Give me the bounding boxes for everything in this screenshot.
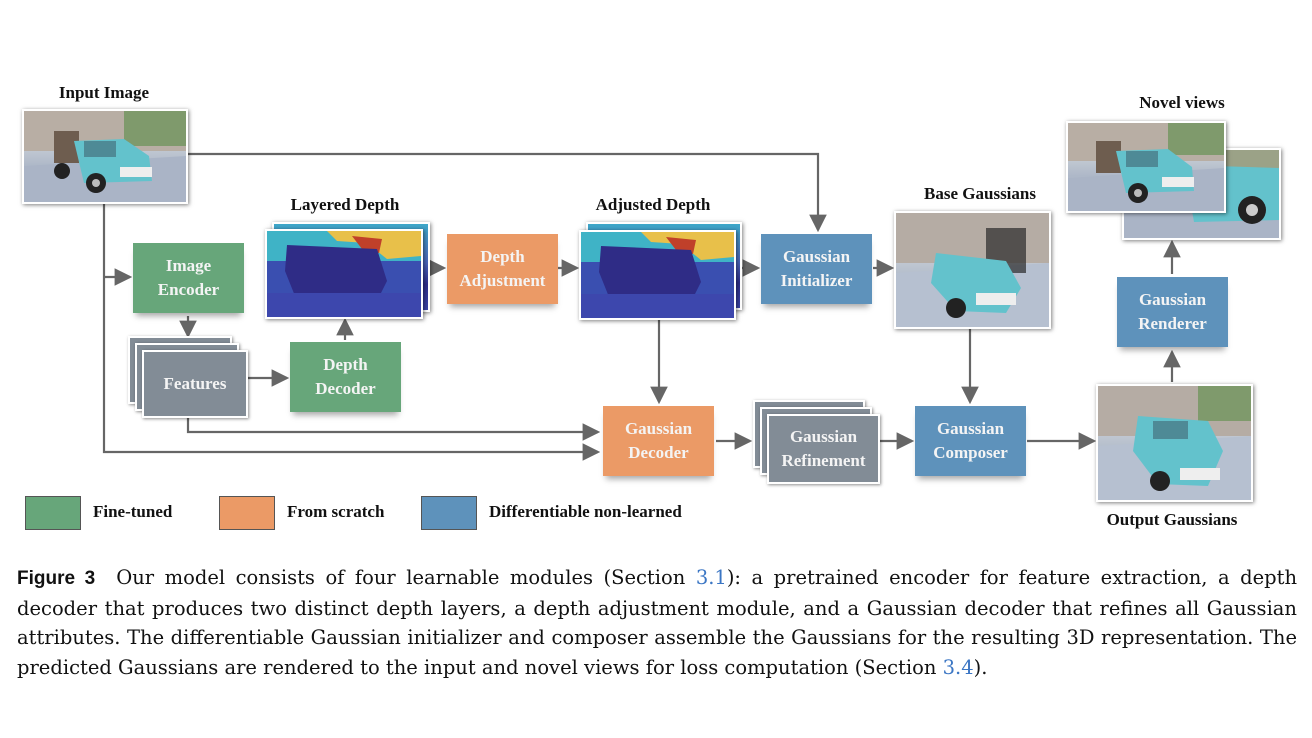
gaussian-render-illustration	[896, 213, 1049, 327]
section-ref-3-1[interactable]: 3.1	[695, 566, 727, 589]
base-gaussians-image	[894, 211, 1051, 329]
connector-arrows	[102, 152, 1181, 461]
gaussian-decoder-label: Gaussian Decoder	[624, 419, 693, 462]
legend-swatch-from-scratch	[219, 496, 275, 530]
gaussian-renderer-module: Gaussian Renderer	[1117, 277, 1228, 347]
section-ref-3-4[interactable]: 3.4	[942, 655, 974, 679]
depth-adjustment-module: Depth Adjustment	[447, 234, 558, 304]
legend-swatch-fine-tuned	[25, 496, 81, 530]
figure-label: Figure 3	[17, 568, 96, 589]
depth-map-illustration	[267, 231, 421, 317]
arrow-features-to-gaussian-decoder	[186, 416, 601, 441]
caption-text-3: ).	[973, 655, 988, 679]
input-image	[22, 109, 188, 204]
gaussian-composer-label: Gaussian Composer	[933, 419, 1008, 462]
adjusted-depth-map	[579, 230, 736, 320]
gaussian-refinement-label: Gaussian Refinement	[781, 427, 866, 470]
caption-text-1: Our model consists of four learnable mod…	[116, 566, 696, 589]
image-encoder-module: Image Encoder	[133, 243, 244, 313]
figure-caption: Figure 3 Our model consists of four lear…	[17, 563, 1297, 682]
legend-label-differentiable: Differentiable non-learned	[489, 502, 682, 521]
gaussian-render-illustration	[1098, 386, 1251, 500]
truck-illustration	[24, 111, 186, 202]
legend-label-from-scratch: From scratch	[287, 502, 385, 521]
adjusted-depth-label: Adjusted Depth	[595, 195, 711, 214]
features-label: Features	[163, 374, 227, 393]
arrow-input-to-gaussian-decoder	[102, 202, 601, 461]
gaussian-composer-module: Gaussian Composer	[915, 406, 1026, 476]
gaussian-decoder-module: Gaussian Decoder	[603, 406, 714, 476]
image-encoder-label: Image Encoder	[157, 256, 220, 299]
gaussian-initializer-module: Gaussian Initializer	[761, 234, 872, 304]
novel-views-label: Novel views	[1139, 93, 1225, 112]
legend-swatch-differentiable	[421, 496, 477, 530]
architecture-diagram: Input Image Layered Depth Adjusted Depth…	[22, 83, 1281, 530]
output-gaussians-label: Output Gaussians	[1106, 510, 1238, 529]
legend-label-fine-tuned: Fine-tuned	[93, 502, 173, 521]
truck-illustration	[1068, 123, 1224, 211]
gaussian-initializer-label: Gaussian Initializer	[780, 247, 853, 290]
depth-adjustment-label: Depth Adjustment	[459, 247, 546, 290]
gaussian-refinement-block: Gaussian Refinement	[767, 414, 880, 484]
gaussian-renderer-label: Gaussian Renderer	[1138, 290, 1207, 333]
output-gaussians-image	[1096, 384, 1253, 502]
depth-map-illustration	[581, 232, 734, 318]
input-image-label: Input Image	[58, 83, 150, 102]
layered-depth-map	[265, 229, 423, 319]
arrow-input-to-initializer	[186, 152, 827, 233]
caption-text-2: ): a pretrained encoder for feature extr…	[17, 566, 1298, 679]
layered-depth-label: Layered Depth	[290, 195, 400, 214]
depth-decoder-label: Depth Decoder	[315, 355, 376, 398]
depth-decoder-module: Depth Decoder	[290, 342, 401, 412]
base-gaussians-label: Base Gaussians	[924, 184, 1036, 203]
features-block: Features	[142, 350, 248, 418]
novel-view-1	[1066, 121, 1226, 213]
